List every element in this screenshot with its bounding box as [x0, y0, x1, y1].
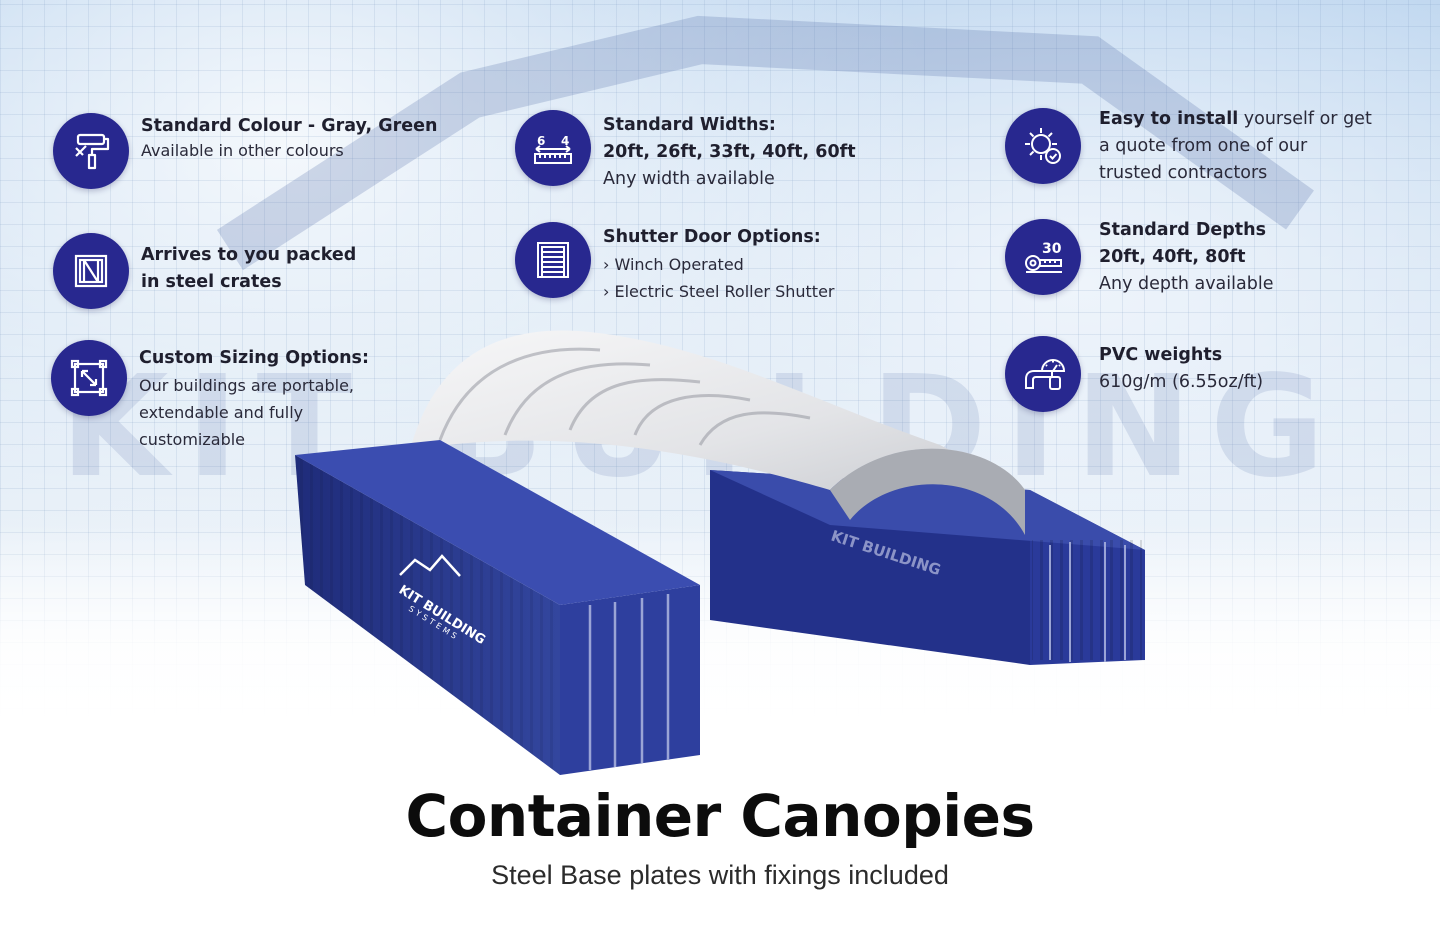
shutter-option-winch: › Winch Operated	[603, 255, 744, 274]
weight-gauge-icon	[1005, 336, 1081, 412]
sizing-line3: customizable	[139, 430, 246, 449]
tape-measure-number: 30	[1042, 241, 1062, 257]
install-line2: a quote from one of our	[1099, 136, 1308, 156]
canopy	[410, 330, 1025, 535]
sizing-line2: extendable and fully	[139, 403, 304, 422]
widths-values: 20ft, 26ft, 33ft, 40ft, 60ft	[603, 142, 856, 162]
widths-title: Standard Widths:	[603, 115, 776, 135]
gear-check-icon	[1005, 108, 1081, 184]
container-canopy-illustration: KIT BUILDING KIT BUILDING SYSTEMS	[295, 330, 1145, 775]
ruler-icon-right-number: 4	[561, 134, 569, 148]
feature-easy-install: Easy to install yourself or get a quote …	[1005, 108, 1372, 187]
feature-custom-sizing: Custom Sizing Options: Our buildings are…	[51, 340, 369, 453]
feature-standard-colour: Standard Colour - Gray, Green Available …	[53, 113, 438, 189]
shutter-title: Shutter Door Options:	[603, 227, 821, 247]
left-container: KIT BUILDING SYSTEMS	[295, 440, 700, 775]
feature-shutter-door: Shutter Door Options: › Winch Operated ›…	[515, 222, 835, 305]
crates-title-line1: Arrives to you packed	[141, 245, 357, 265]
depths-note: Any depth available	[1099, 274, 1274, 294]
sizing-line1: Our buildings are portable,	[139, 376, 354, 395]
depths-values: 20ft, 40ft, 80ft	[1099, 247, 1246, 267]
tape-measure-icon: 30	[1005, 219, 1081, 295]
page-title: Container Canopies	[405, 782, 1035, 850]
feature-pvc-weights: PVC weights 610g/m (6.55oz/ft)	[1005, 336, 1263, 412]
ruler-icon-left-number: 6	[537, 134, 545, 148]
ruler-icon: 6 4	[515, 110, 591, 186]
feature-standard-depths: 30 Standard Depths 20ft, 40ft, 80ft Any …	[1005, 219, 1273, 298]
crates-title-line2: in steel crates	[141, 272, 282, 292]
feature-standard-widths: 6 4 Standard Widths: 20ft, 26ft, 33ft, 4…	[515, 110, 856, 193]
depths-title: Standard Depths	[1099, 220, 1266, 240]
crate-icon	[53, 233, 129, 309]
pvc-weight-value: 610g/m (6.55oz/ft)	[1099, 372, 1264, 392]
shutter-option-electric: › Electric Steel Roller Shutter	[603, 282, 835, 301]
feature-steel-crates: Arrives to you packed in steel crates	[53, 233, 356, 309]
shutter-door-icon	[515, 222, 591, 298]
colour-title: Standard Colour - Gray, Green	[141, 116, 438, 136]
right-container: KIT BUILDING	[710, 470, 1145, 665]
install-text-rest: yourself or get	[1238, 109, 1372, 129]
install-bold-text: Easy to install	[1099, 109, 1239, 129]
pvc-title: PVC weights	[1099, 345, 1223, 365]
resize-icon	[51, 340, 127, 416]
widths-note: Any width available	[603, 169, 775, 189]
paint-roller-icon	[53, 113, 129, 189]
sizing-title: Custom Sizing Options:	[139, 348, 369, 368]
install-line3: trusted contractors	[1099, 163, 1268, 183]
page-subtitle: Steel Base plates with fixings included	[491, 860, 949, 890]
colour-note: Available in other colours	[141, 141, 344, 160]
